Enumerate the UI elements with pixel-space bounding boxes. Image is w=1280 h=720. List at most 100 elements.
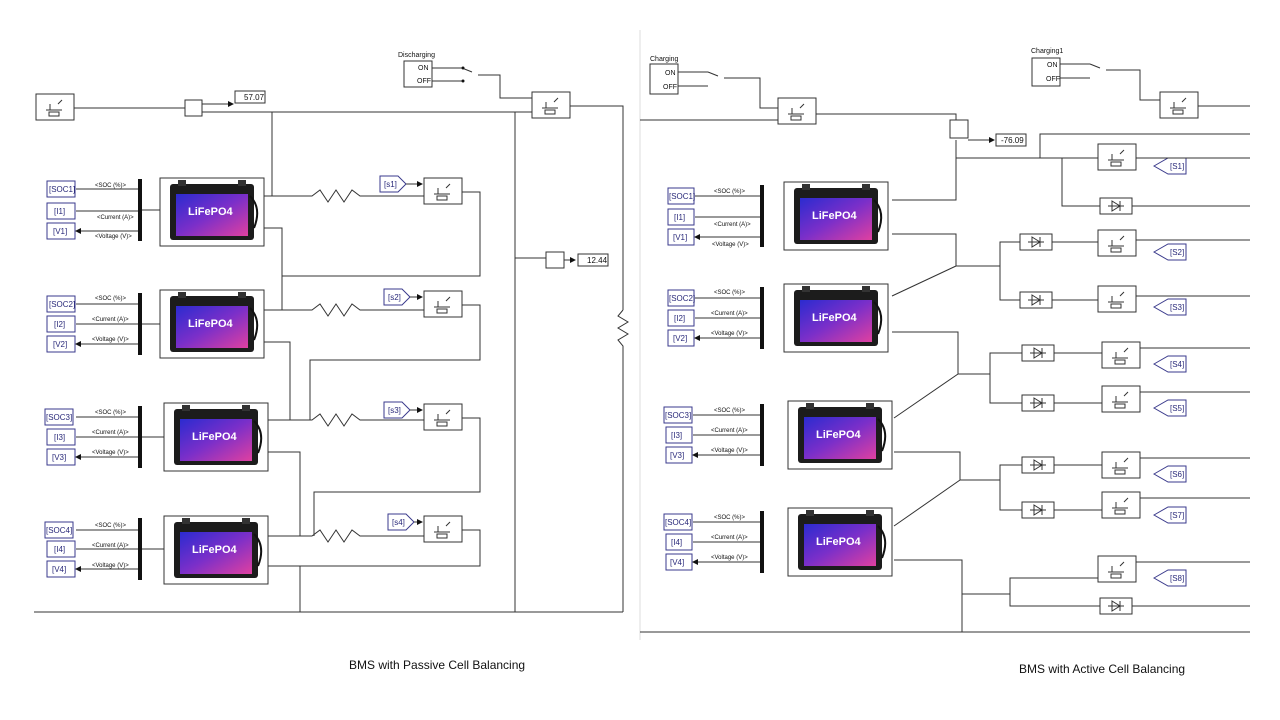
active-diode-5 — [1021, 394, 1055, 412]
svg-text:[V1]: [V1] — [53, 227, 67, 236]
svg-text:LiFePO4: LiFePO4 — [188, 318, 234, 330]
charging1-label: Charging1 — [1031, 48, 1063, 55]
svg-text:LiFePO4: LiFePO4 — [816, 536, 862, 548]
charge-input-switch[interactable] — [777, 97, 817, 125]
svg-text:ON: ON — [665, 70, 676, 77]
svg-text:<Voltage (V)>: <Voltage (V)> — [92, 337, 129, 343]
svg-text:[S7]: [S7] — [1170, 511, 1184, 520]
svg-text:[I1]: [I1] — [674, 213, 685, 222]
active-switch-3[interactable] — [1097, 285, 1137, 313]
active-cell-4: LiFePO4 [SOC4] [I4] [V4] <SOC (%)> <Curr… — [663, 507, 893, 577]
active-diode-4 — [1021, 344, 1055, 362]
active-cell-2: LiFePO4 [SOC2] [I2] [V2] <SOC (%)> <Curr… — [667, 283, 889, 353]
svg-text:[SOC2]: [SOC2] — [669, 294, 695, 303]
passive-cell-1: LiFePO4 [SOC1] [I1] [V1] <SOC (%)> <Curr… — [46, 177, 265, 247]
tag-soc1 — [46, 180, 76, 198]
active-switch-1[interactable] — [1097, 143, 1137, 171]
active-cell-1: LiFePO4 [SOC1] [I1] [V1] <SOC (%)> <Curr… — [667, 181, 889, 251]
svg-text:LiFePO4: LiFePO4 — [192, 431, 238, 443]
svg-text:<Current (A)>: <Current (A)> — [92, 317, 129, 323]
svg-text:[I4]: [I4] — [54, 545, 65, 554]
svg-text:<Current (A)>: <Current (A)> — [92, 543, 129, 549]
svg-text:LiFePO4: LiFePO4 — [812, 312, 858, 324]
svg-text:[SOC3]: [SOC3] — [46, 413, 72, 422]
svg-text:[I4]: [I4] — [671, 538, 682, 547]
active-switch-2[interactable] — [1097, 229, 1137, 257]
bleed-switch-3[interactable] — [423, 403, 463, 431]
passive-bleed-switches: [s1] [s2] [s3] [s4] — [282, 175, 481, 567]
tag-i1 — [46, 202, 76, 220]
bleed-switch-4[interactable] — [423, 515, 463, 543]
svg-text:LiFePO4: LiFePO4 — [188, 206, 234, 218]
passive-cell-4: LiFePO4 [SOC4] [I4] [V4] <SOC (%)> <Curr… — [44, 515, 269, 585]
svg-text:<Current (A)>: <Current (A)> — [714, 222, 751, 228]
svg-text:LiFePO4: LiFePO4 — [812, 210, 858, 222]
bleed-switch-2[interactable] — [423, 290, 463, 318]
tag-i2 — [46, 315, 76, 333]
svg-text:[S4]: [S4] — [1170, 360, 1184, 369]
tag-i4 — [46, 540, 76, 558]
svg-text:[s3]: [s3] — [388, 406, 401, 415]
svg-text:<SOC (%)>: <SOC (%)> — [714, 408, 746, 414]
svg-text:<Current (A)>: <Current (A)> — [711, 311, 748, 317]
tag-s4 — [387, 513, 415, 531]
svg-text:[s4]: [s4] — [392, 518, 405, 527]
svg-text:[SOC4]: [SOC4] — [46, 526, 72, 535]
active-switch-5[interactable] — [1101, 385, 1141, 413]
svg-text:[S5]: [S5] — [1170, 404, 1184, 413]
svg-text:ON: ON — [1047, 62, 1058, 69]
active-diode-6 — [1021, 456, 1055, 474]
tag-s1 — [379, 175, 407, 193]
svg-text:[S8]: [S8] — [1170, 574, 1184, 583]
active-diode-7 — [1021, 501, 1055, 519]
charging-switch[interactable] — [649, 63, 679, 95]
passive-cell-2: LiFePO4 [SOC2] [I2] [V2] <SOC (%)> <Curr… — [46, 289, 265, 359]
svg-text:[S6]: [S6] — [1170, 470, 1184, 479]
svg-text:[SOC3]: [SOC3] — [665, 411, 691, 420]
active-diode-2 — [1019, 233, 1053, 251]
active-switch-7[interactable] — [1101, 491, 1141, 519]
svg-text:LiFePO4: LiFePO4 — [192, 544, 238, 556]
current-display-value: 57.07 — [244, 93, 265, 102]
active-switch-6[interactable] — [1101, 451, 1141, 479]
svg-text:<Current (A)>: <Current (A)> — [97, 215, 134, 221]
svg-text:<Voltage (V)>: <Voltage (V)> — [712, 242, 749, 248]
svg-text:<SOC (%)>: <SOC (%)> — [95, 523, 127, 529]
svg-text:[SOC2]: [SOC2] — [49, 300, 75, 309]
svg-text:[V1]: [V1] — [673, 233, 687, 242]
svg-text:<Voltage (V)>: <Voltage (V)> — [711, 555, 748, 561]
svg-text:<Current (A)>: <Current (A)> — [92, 430, 129, 436]
tag-soc3 — [44, 408, 74, 426]
active-switch-4[interactable] — [1101, 341, 1141, 369]
voltage-display-value: 12.44 — [587, 256, 608, 265]
svg-text:[V3]: [V3] — [52, 453, 66, 462]
svg-text:[I3]: [I3] — [54, 433, 65, 442]
active-diode-1 — [1099, 197, 1133, 215]
svg-text:<Voltage (V)>: <Voltage (V)> — [92, 450, 129, 456]
svg-text:<Voltage (V)>: <Voltage (V)> — [95, 234, 132, 240]
svg-text:[S3]: [S3] — [1170, 303, 1184, 312]
svg-text:[SOC1]: [SOC1] — [669, 192, 695, 201]
charge-output-switch[interactable] — [1159, 91, 1199, 119]
svg-text:[I3]: [I3] — [671, 431, 682, 440]
active-switch-8[interactable] — [1097, 555, 1137, 583]
active-cell-3: LiFePO4 [SOC3] [I3] [V3] <SOC (%)> <Curr… — [663, 400, 893, 470]
svg-text:[SOC1]: [SOC1] — [49, 185, 75, 194]
passive-cell-3: LiFePO4 [SOC3] [I3] [V3] <SOC (%)> <Curr… — [44, 402, 269, 472]
bleed-switch-1[interactable] — [423, 177, 463, 205]
charging1-switch[interactable] — [1031, 57, 1061, 87]
passive-caption: BMS with Passive Cell Balancing — [349, 658, 525, 672]
svg-text:<SOC (%)>: <SOC (%)> — [95, 183, 127, 189]
svg-text:[V2]: [V2] — [673, 334, 687, 343]
svg-text:<SOC (%)>: <SOC (%)> — [95, 410, 127, 416]
active-diode-8 — [1099, 597, 1133, 615]
discharging-switch[interactable] — [403, 60, 433, 88]
tag-soc4 — [44, 521, 74, 539]
discharge-load-switch[interactable] — [531, 91, 571, 119]
svg-text:[I2]: [I2] — [54, 320, 65, 329]
active-switch-network: [S1] [S2] [S3] [S4] [S5] [S6] [S7] — [956, 143, 1250, 615]
svg-text:[S1]: [S1] — [1170, 162, 1184, 171]
svg-text:<SOC (%)>: <SOC (%)> — [714, 515, 746, 521]
left-input-switch[interactable] — [35, 93, 75, 121]
